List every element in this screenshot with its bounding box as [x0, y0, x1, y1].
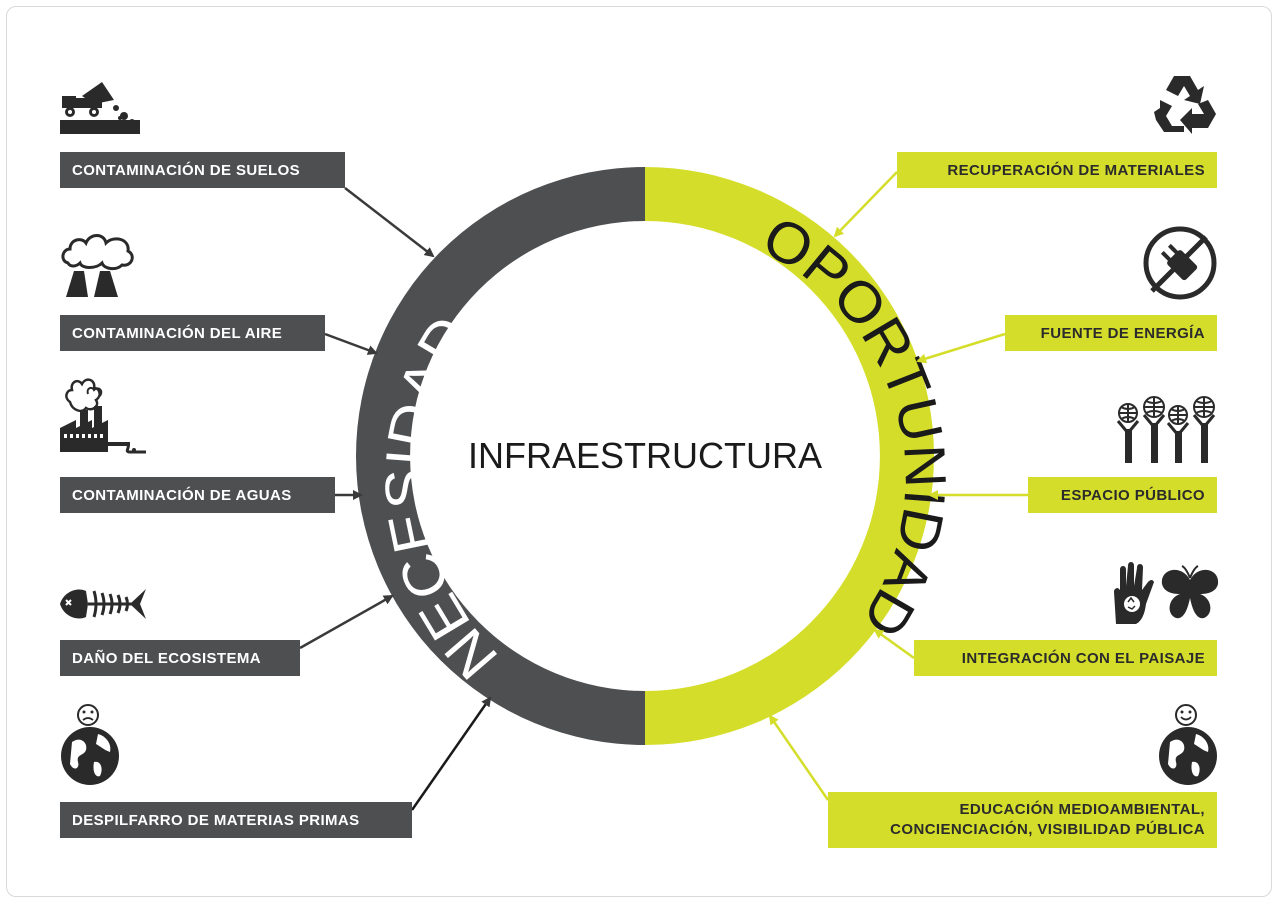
label-fuente-energia: FUENTE DE ENERGÍA	[1005, 315, 1217, 351]
arrow-energia	[916, 332, 1006, 364]
ring-left-half	[356, 167, 645, 745]
fish-skeleton-icon	[60, 589, 146, 619]
arrow-materias	[410, 696, 492, 811]
page-frame	[6, 6, 1272, 897]
label-dano-ecosistema: DAÑO DEL ECOSISTEMA	[60, 640, 300, 676]
arrow-aire	[324, 332, 378, 355]
label-espacio-publico: ESPACIO PÚBLICO	[1028, 477, 1217, 513]
factory-smoke-icon	[61, 234, 134, 297]
dump-truck-icon	[60, 82, 140, 134]
arrow-ecosistema	[299, 594, 394, 650]
factory-water-pollution-icon	[60, 378, 146, 454]
arrow-recuperacion	[833, 171, 898, 238]
arrow-paisaje	[873, 628, 915, 660]
people-globes-icon	[1116, 396, 1216, 463]
label-integracion-paisaje: INTEGRACIÓN CON EL PAISAJE	[914, 640, 1217, 676]
label-educacion-line2: CONCIENCIACIÓN, VISIBILIDAD PÚBLICA	[890, 821, 1205, 838]
label-contaminacion-suelos: CONTAMINACIÓN DE SUELOS	[60, 152, 345, 188]
sad-globe-icon	[61, 704, 119, 785]
label-contaminacion-aire: CONTAMINACIÓN DEL AIRE	[60, 315, 325, 351]
label-contaminacion-aguas: CONTAMINACIÓN DE AGUAS	[60, 477, 335, 513]
arrow-educacion	[768, 714, 830, 801]
center-title: INFRAESTRUCTURA	[468, 435, 822, 476]
label-educacion-line1: EDUCACIÓN MEDIOAMBIENTAL,	[959, 801, 1205, 818]
recycle-icon	[1154, 76, 1216, 134]
happy-globe-icon	[1159, 704, 1217, 785]
hand-butterfly-icon	[1114, 562, 1219, 624]
label-recuperacion-materiales: RECUPERACIÓN DE MATERIALES	[897, 152, 1217, 188]
power-plug-icon	[1143, 226, 1217, 300]
label-educacion-medioambiental: EDUCACIÓN MEDIOAMBIENTAL, CONCIENCIACIÓN…	[828, 792, 1217, 848]
ring-right-half	[645, 167, 934, 745]
arrow-suelos	[344, 187, 435, 258]
label-despilfarro-materias: DESPILFARRO DE MATERIAS PRIMAS	[60, 802, 412, 838]
